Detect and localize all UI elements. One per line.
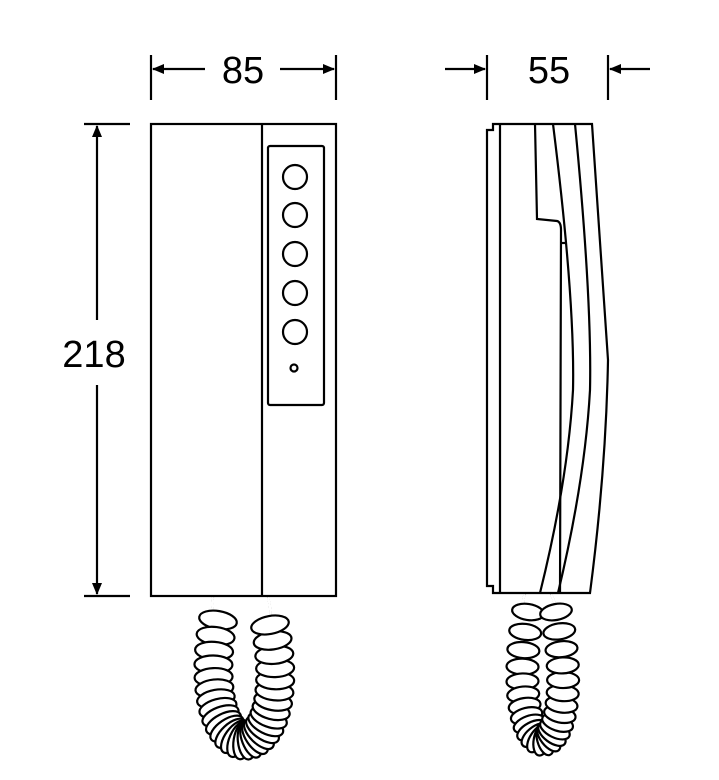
cord-coil-loop — [250, 614, 290, 636]
call-button-4[interactable] — [281, 279, 309, 307]
side-coiled-cord — [505, 592, 581, 757]
cord-coil-loop — [506, 640, 541, 660]
call-button-2[interactable] — [281, 201, 309, 229]
side-view — [485, 122, 610, 595]
call-button-3[interactable] — [281, 240, 309, 268]
cord-coil-loop — [539, 602, 573, 622]
front-view — [149, 122, 338, 598]
cord-coil-loop — [544, 639, 579, 659]
button-panel — [266, 144, 326, 407]
call-button-5[interactable] — [281, 318, 309, 346]
height-label: 218 — [62, 334, 125, 376]
width-label: 85 — [222, 50, 264, 92]
width-dimension: 85 — [149, 50, 338, 100]
depth-label: 55 — [528, 50, 570, 92]
call-button-1[interactable] — [281, 163, 309, 191]
front-coiled-cord — [193, 595, 296, 761]
cord-coil-loop — [542, 622, 577, 641]
indicator-led — [289, 363, 299, 373]
cord-coil-loop — [508, 622, 543, 642]
cord-coil-loop — [545, 656, 580, 675]
depth-dimension: 55 — [445, 50, 650, 100]
height-dimension: 218 — [62, 122, 130, 598]
